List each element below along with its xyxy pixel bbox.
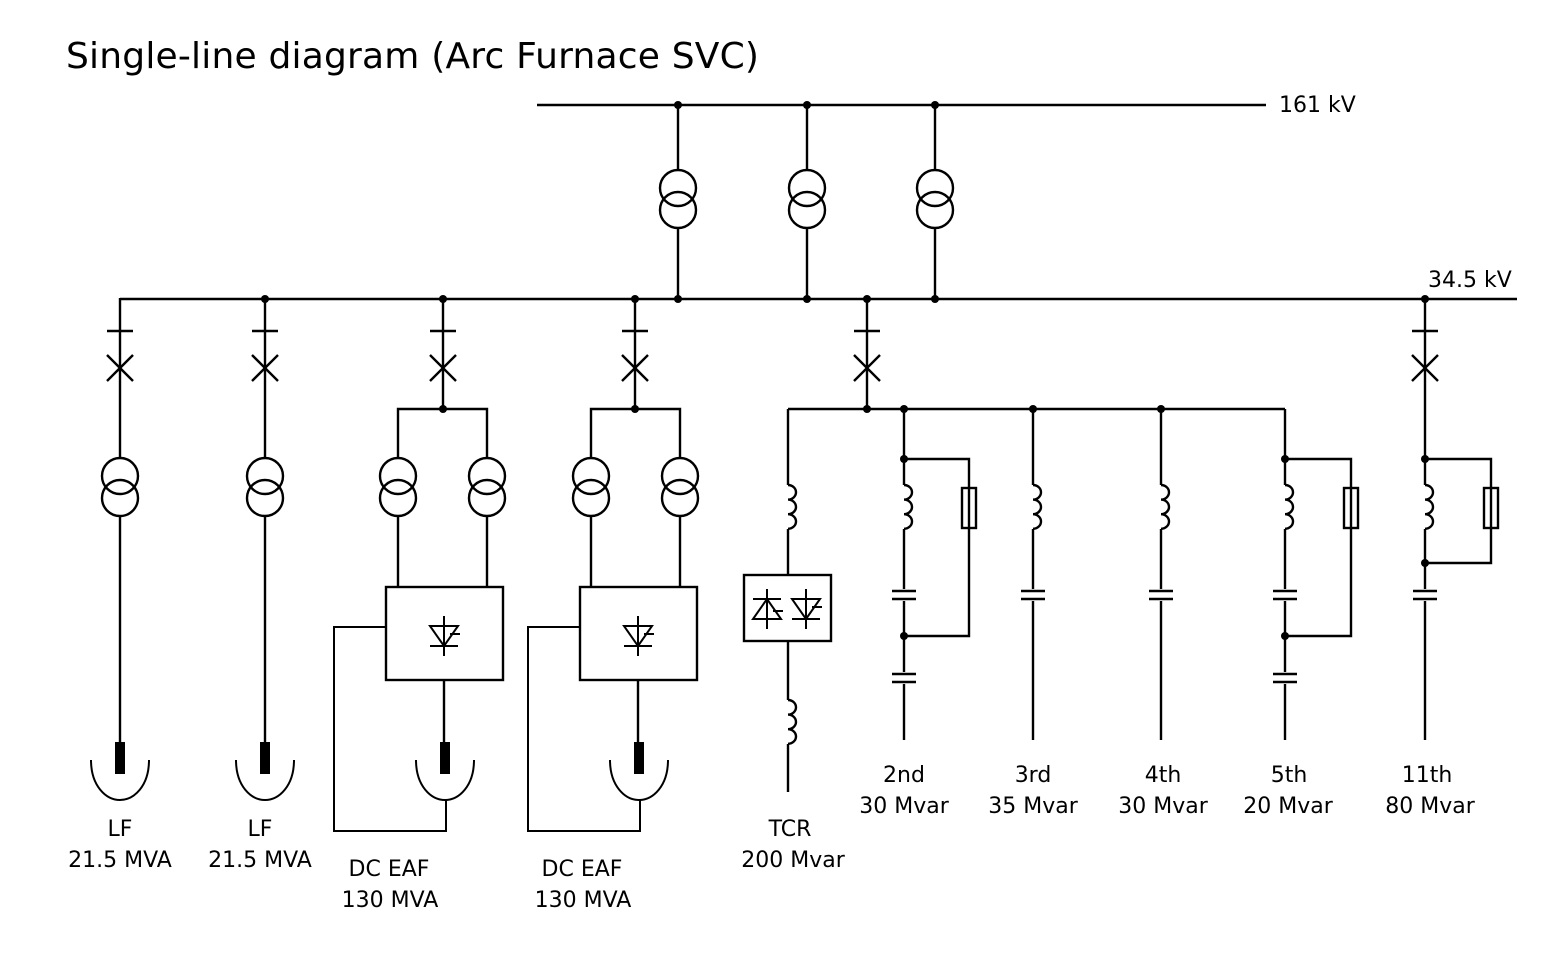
bus-161kv[interactable] xyxy=(537,101,1266,109)
filter-4th-harmonic-label: 4th xyxy=(1145,763,1182,788)
load-lf-2-name: LF xyxy=(248,817,273,842)
thyristor-icon xyxy=(791,588,823,630)
filter-3rd-rating: 35 Mvar xyxy=(988,794,1078,819)
feeder-lf-2[interactable] xyxy=(235,299,295,801)
filter-5th-harmonic-label: 5th xyxy=(1271,763,1308,788)
filter-5th-harmonic[interactable] xyxy=(1271,409,1360,740)
load-eaf-1-name: DC EAF xyxy=(349,857,430,882)
load-lf-1-name: LF xyxy=(108,817,133,842)
transformer-icon xyxy=(378,456,418,518)
thyristor-icon xyxy=(623,615,655,657)
capacitor-icon xyxy=(1147,587,1175,603)
feeder-lf-1[interactable] xyxy=(90,329,150,801)
transformer-icon xyxy=(658,168,698,230)
load-eaf-2-rating: 130 MVA xyxy=(535,888,632,913)
filter-3rd-harmonic[interactable] xyxy=(1019,409,1047,740)
supply-transformer-3[interactable] xyxy=(915,105,955,299)
load-eaf-1-rating: 130 MVA xyxy=(342,888,439,913)
feeder-dc-eaf-2[interactable] xyxy=(527,299,700,832)
reactor-icon xyxy=(786,483,798,530)
transformer-icon xyxy=(245,456,285,518)
filter-2nd-rating: 30 Mvar xyxy=(859,794,949,819)
filter-3rd-harmonic-label: 3rd xyxy=(1015,763,1052,788)
filter-11th-harmonic-label: 11th xyxy=(1402,763,1453,788)
supply-transformer-2[interactable] xyxy=(787,105,827,299)
capacitor-icon xyxy=(1411,587,1439,603)
transformer-icon xyxy=(100,456,140,518)
load-lf-1-rating: 21.5 MVA xyxy=(68,848,172,873)
transformer-icon xyxy=(467,456,507,518)
feeder-dc-eaf-1[interactable] xyxy=(333,299,507,832)
filter-5th-rating: 20 Mvar xyxy=(1243,794,1333,819)
tcr-branch[interactable] xyxy=(742,409,833,792)
feeder-svc[interactable] xyxy=(788,299,1285,413)
filter-4th-harmonic[interactable] xyxy=(1147,409,1175,740)
transformer-icon xyxy=(571,456,611,518)
filter-11th-harmonic[interactable] xyxy=(1410,299,1500,740)
bus-34-5kv[interactable] xyxy=(118,295,1517,331)
furnace-icon xyxy=(90,741,150,801)
transformer-icon xyxy=(660,456,700,518)
filter-4th-rating: 30 Mvar xyxy=(1118,794,1208,819)
thyristor-icon xyxy=(429,615,461,657)
transformer-icon xyxy=(915,168,955,230)
furnace-icon xyxy=(609,741,669,801)
capacitor-icon xyxy=(1019,587,1047,603)
capacitor-icon xyxy=(890,587,918,603)
reactor-icon xyxy=(786,698,798,745)
furnace-icon xyxy=(415,741,475,801)
tcr-name: TCR xyxy=(768,817,812,842)
filter-2nd-harmonic[interactable] xyxy=(890,409,978,740)
capacitor-icon xyxy=(1271,670,1299,686)
furnace-icon xyxy=(235,741,295,801)
bus-34-5kv-label: 34.5 kV xyxy=(1428,268,1512,293)
supply-transformer-1[interactable] xyxy=(658,105,698,299)
load-eaf-2-name: DC EAF xyxy=(542,857,623,882)
filter-2nd-harmonic-label: 2nd xyxy=(883,763,925,788)
capacitor-icon xyxy=(1271,587,1299,603)
filter-11th-rating: 80 Mvar xyxy=(1385,794,1475,819)
diagram-title: Single-line diagram (Arc Furnace SVC) xyxy=(66,36,760,77)
load-lf-2-rating: 21.5 MVA xyxy=(208,848,312,873)
tcr-rating: 200 Mvar xyxy=(741,848,845,873)
transformer-icon xyxy=(787,168,827,230)
capacitor-icon xyxy=(890,670,918,686)
bus-161kv-label: 161 kV xyxy=(1279,93,1356,118)
thyristor-icon xyxy=(752,588,784,630)
